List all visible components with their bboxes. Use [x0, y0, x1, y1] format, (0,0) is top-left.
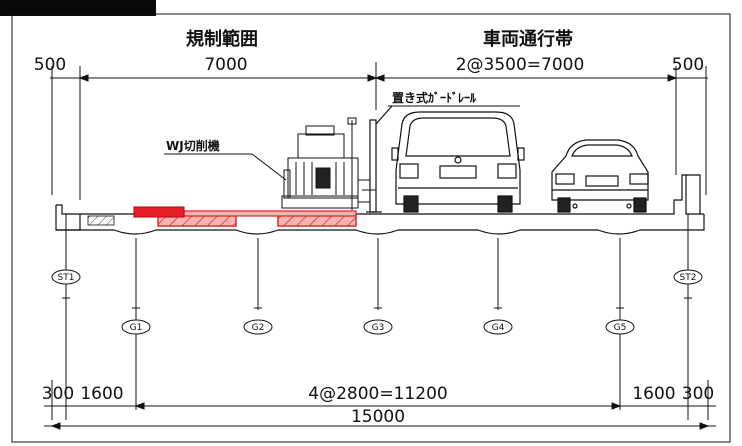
dim-right-margin: 500 [672, 55, 704, 75]
heading-traffic-lane: 車両通行帯 [483, 28, 573, 50]
dim-girder-spacing: 4@2800=11200 [308, 384, 447, 404]
tag-g2: G2 [243, 319, 273, 335]
dim-regulated-width: 7000 [204, 55, 247, 75]
dim-lanes: 2@3500=7000 [456, 55, 585, 75]
label-machine: WJ切削機 [166, 138, 220, 153]
dim-right-overhang: 300 [682, 384, 714, 404]
tag-g3-text: G3 [372, 323, 385, 333]
drawing-frame [11, 13, 731, 443]
tag-g5-text: G5 [614, 323, 627, 333]
tag-st1: ST1 [51, 269, 81, 285]
cut-zone-right [277, 214, 357, 227]
tag-g3: G3 [363, 319, 393, 335]
tag-st2: ST2 [673, 269, 703, 285]
tag-g1: G1 [121, 319, 151, 335]
tag-g4: G4 [483, 319, 513, 335]
tag-g2-text: G2 [252, 323, 265, 333]
tag-g4-text: G4 [492, 323, 505, 333]
tag-st1-text: ST1 [58, 273, 75, 283]
bottom-dimension-line [44, 402, 716, 430]
sedan-rear-view [551, 139, 649, 213]
title-tab [0, 0, 156, 16]
dim-right-offset: 1600 [632, 384, 675, 404]
heading-regulated-range: 規制範囲 [186, 28, 258, 50]
bridge-deck [55, 174, 705, 235]
van-rear-view [391, 111, 525, 213]
dim-left-offset: 1600 [80, 384, 123, 404]
tag-g1-text: G1 [130, 323, 143, 333]
label-guardrail: 置き式ｶﾞｰﾄﾞﾚｰﾙ [392, 90, 477, 105]
existing-pavement-hatch [87, 215, 115, 226]
removed-block [133, 206, 185, 218]
annotation-leaders [164, 105, 520, 181]
portable-guardrail [366, 105, 393, 213]
dim-left-margin: 500 [34, 55, 66, 75]
dim-left-overhang: 300 [42, 384, 74, 404]
tag-g5: G5 [605, 319, 635, 335]
wj-cutting-machine [281, 117, 376, 210]
cut-zone-bridge [183, 210, 357, 217]
top-dimension-line [50, 62, 708, 200]
dim-total-width: 15000 [351, 407, 405, 427]
tag-st2-text: ST2 [680, 273, 697, 283]
